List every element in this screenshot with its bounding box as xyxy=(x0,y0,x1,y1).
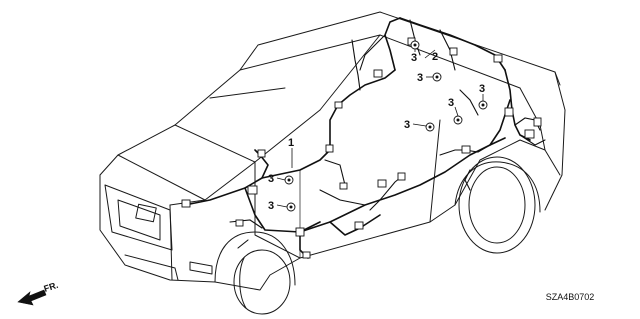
callout-3: 3 xyxy=(479,83,485,95)
connectors xyxy=(181,37,542,259)
grommet-icon xyxy=(453,115,463,125)
grommet-icon xyxy=(284,175,294,185)
callout-3: 3 xyxy=(417,72,423,84)
callout-1: 1 xyxy=(288,137,294,149)
grommet-icon xyxy=(425,122,435,132)
leader-lines xyxy=(276,49,484,208)
diagram-code: SZA4B0702 xyxy=(546,292,595,302)
callout-3: 3 xyxy=(268,173,274,185)
front-direction-label: FR. xyxy=(43,280,60,294)
grommet-icon xyxy=(478,100,488,110)
front-arrow-icon xyxy=(17,289,47,306)
callout-3: 3 xyxy=(411,52,417,64)
callout-2: 2 xyxy=(432,51,438,63)
vehicle-body-outline xyxy=(99,11,566,315)
grommet-icon xyxy=(410,40,420,50)
callout-3: 3 xyxy=(404,119,410,131)
callout-labels: 1 2 3 3 3 3 3 3 3 xyxy=(268,51,485,212)
callout-3: 3 xyxy=(268,200,274,212)
grommets xyxy=(284,40,488,212)
grommet-icon xyxy=(432,72,442,82)
direction-indicator: FR. xyxy=(17,280,60,306)
grommet-icon xyxy=(286,202,296,212)
callout-3: 3 xyxy=(448,97,454,109)
